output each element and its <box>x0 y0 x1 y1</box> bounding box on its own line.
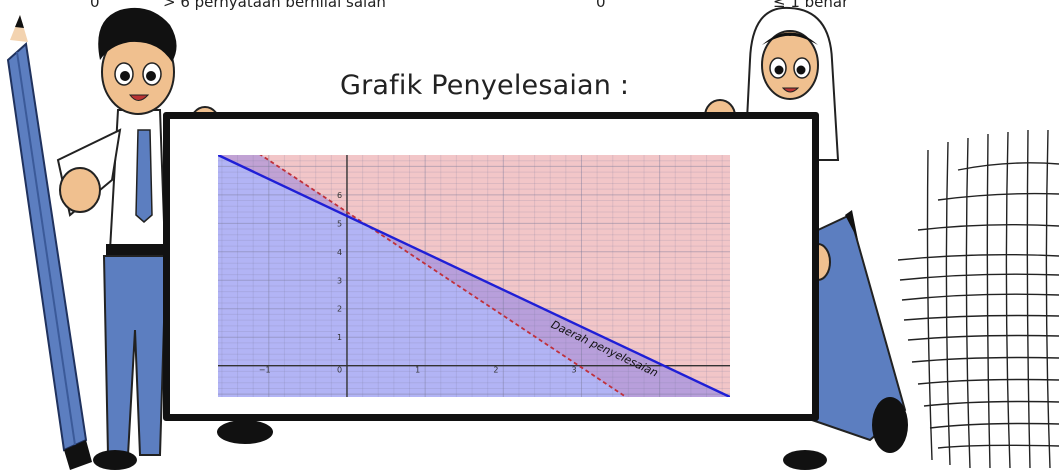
x-tick-label: 0 <box>337 366 342 375</box>
y-tick-label: 1 <box>337 333 342 342</box>
x-tick-label: 3 <box>571 366 576 375</box>
y-tick-label: 4 <box>337 248 342 257</box>
y-tick-label: 2 <box>337 305 342 314</box>
y-tick-label: 3 <box>337 276 342 285</box>
x-tick-label: 2 <box>493 366 498 375</box>
dashed-boundary-line <box>259 155 627 397</box>
top-text-left-statement: > 6 pernyataan bernilai salah <box>163 0 386 11</box>
boy-illustration <box>56 7 273 470</box>
top-text-right-zero: 0 <box>596 0 606 11</box>
top-text-left-zero: 0 <box>90 0 100 11</box>
y-tick-label: 5 <box>337 219 342 228</box>
pencil-illustration <box>6 15 92 470</box>
x-tick-label: −1 <box>259 366 271 375</box>
page-title: Grafik Penyelesaian : <box>340 70 630 101</box>
solid-boundary-line <box>218 155 730 397</box>
y-tick-label: 6 <box>337 191 342 200</box>
top-text-right-statement: ≤ 1 benar <box>773 0 849 11</box>
x-tick-label: 1 <box>415 366 420 375</box>
grid-decoration <box>898 130 1059 469</box>
